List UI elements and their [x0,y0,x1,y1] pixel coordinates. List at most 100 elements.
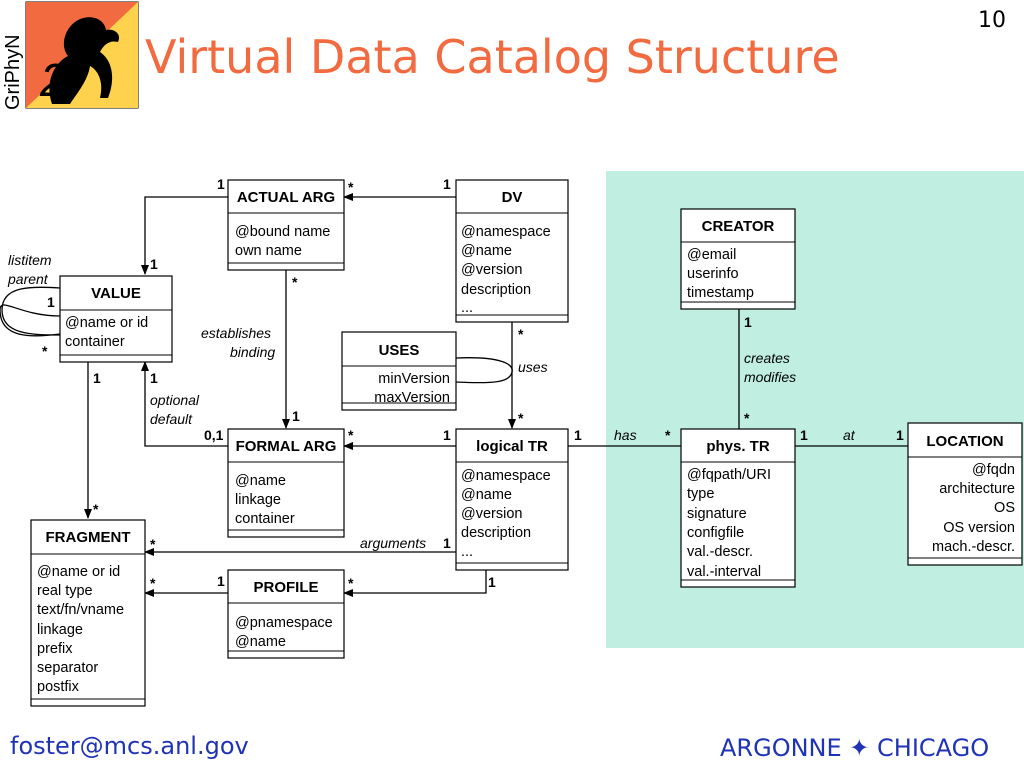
svg-text:2: 2 [39,54,66,106]
value-attr: @name or id [65,315,148,331]
dv-attr: ... [461,300,473,316]
label-at: at [843,427,856,443]
profile-attr: @pnamespace [235,615,333,631]
multiplicity: * [292,274,298,290]
label-optional: optional [150,392,200,408]
class-profile: PROFILE @pnamespace @name [227,569,345,659]
footer-org: ARGONNE ✦ CHICAGO [720,734,990,762]
phys-tr-attr: type [687,486,714,502]
multiplicity: 1 [744,314,752,330]
multiplicity: 1 [443,427,451,443]
label-binding: binding [230,344,275,360]
actual-arg-attr: @bound name [235,224,330,240]
label-default: default [150,411,193,427]
location-title: LOCATION [926,433,1003,450]
phys-tr-attr: val.-descr. [687,544,753,560]
value-attr: container [65,334,125,350]
class-location: LOCATION @fqdn architecture OS OS versio… [907,422,1023,566]
value-title: VALUE [91,285,141,302]
logical-tr-title: logical TR [476,438,548,455]
location-attr: mach.-descr. [932,539,1015,555]
profile-attr: @name [235,634,286,650]
multiplicity: * [665,427,671,443]
uml-diagram: ACTUAL ARG @bound name own name DV @name… [0,160,1024,720]
dv-attr: @name [461,243,512,259]
class-actual-arg: ACTUAL ARG @bound name own name [227,179,345,271]
dv-attr: @version [461,262,522,278]
logical-tr-attr: description [461,525,531,541]
griphyn-logo: GriPhyN 2 [0,0,140,112]
dv-attr: @namespace [461,224,551,240]
creator-attr: timestamp [687,285,754,301]
formal-arg-attr: linkage [235,492,281,508]
uses-attr: maxVersion [374,390,450,406]
footer-email[interactable]: foster@mcs.anl.gov [10,732,249,760]
multiplicity: * [348,575,354,591]
multiplicity: 1 [217,573,225,589]
phys-tr-attr: configfile [687,525,744,541]
label-parent: parent [7,271,49,287]
class-uses: USES minVersion maxVersion [341,331,457,411]
multiplicity: * [518,326,524,342]
multiplicity: 1 [150,370,158,386]
fragment-attr: linkage [37,622,83,638]
phys-tr-attr: @fqpath/URI [687,467,771,483]
fragment-attr: prefix [37,641,73,657]
multiplicity: * [150,536,156,552]
fragment-attr: @name or id [37,564,120,580]
dv-title: DV [502,189,523,206]
multiplicity: 1 [217,176,225,192]
creator-attr: userinfo [687,266,739,282]
class-formal-arg: FORMAL ARG @name linkage container [227,428,345,538]
label-creates: creates [744,350,790,366]
logical-tr-attr: @version [461,506,522,522]
multiplicity: 1 [443,535,451,551]
dv-attr: description [461,282,531,298]
multiplicity: * [150,575,156,591]
location-attr: OS version [943,520,1015,536]
slide-title: Virtual Data Catalog Structure [145,30,840,84]
class-fragment: FRAGMENT @name or id real type text/fn/v… [30,519,146,707]
phys-tr-attr: val.-interval [687,564,761,580]
multiplicity: * [42,343,48,359]
formal-arg-title: FORMAL ARG [236,438,337,455]
multiplicity: * [744,410,750,426]
logical-tr-attr: @namespace [461,468,551,484]
multiplicity: 1 [292,408,300,424]
creator-attr: @email [687,247,736,263]
multiplicity: * [348,179,354,195]
label-listitem: listitem [8,252,52,268]
multiplicity: * [348,427,354,443]
formal-arg-attr: @name [235,473,286,489]
class-phys-tr: phys. TR @fqpath/URI type signature conf… [680,428,796,588]
fragment-attr: postfix [37,679,80,695]
class-logical-tr: logical TR @namespace @name @version des… [455,428,569,571]
page-number: 10 [978,8,1006,33]
location-attr: architecture [939,481,1015,497]
label-modifies: modifies [744,369,796,385]
multiplicity: * [93,501,99,517]
phys-tr-attr: signature [687,506,747,522]
multiplicity: 1 [574,427,582,443]
actual-arg-attr: own name [235,243,302,259]
logical-tr-attr: ... [461,544,473,560]
class-creator: CREATOR @email userinfo timestamp [680,208,796,310]
label-arguments: arguments [360,535,426,551]
profile-title: PROFILE [253,579,318,596]
multiplicity: 1 [443,176,451,192]
creator-title: CREATOR [702,218,775,235]
label-has: has [614,427,637,443]
multiplicity: 1 [93,370,101,386]
multiplicity: 0,1 [204,427,224,443]
logo-text: GriPhyN [2,34,24,110]
multiplicity: 1 [150,256,158,272]
class-value: VALUE @name or id container [59,275,173,363]
location-attr: OS [994,500,1015,516]
label-establishes: establishes [201,325,271,341]
physical-region-highlight [606,171,1024,648]
label-uses: uses [518,359,548,375]
actual-arg-title: ACTUAL ARG [237,189,335,206]
uses-attr: minVersion [378,371,450,387]
fragment-attr: separator [37,660,98,676]
logical-tr-attr: @name [461,487,512,503]
